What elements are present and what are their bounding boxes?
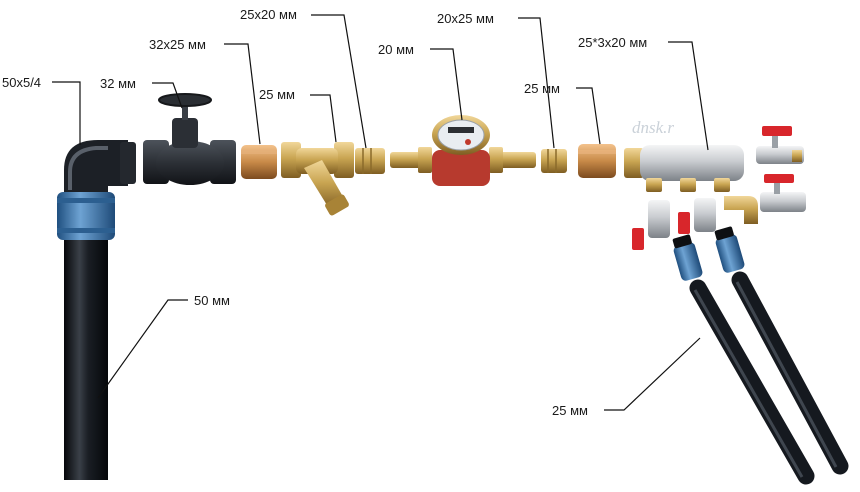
label-meter-20: 20 мм [378, 42, 414, 57]
label-pipe-50: 50 мм [194, 293, 230, 308]
y-strainer-25mm [281, 142, 354, 216]
red-valve-handle [762, 126, 792, 136]
red-valve-handle [678, 212, 690, 234]
leader-50x5-4 [52, 81, 81, 145]
leader-20x25 [518, 17, 555, 149]
ball-valve-right-lower [760, 174, 806, 212]
leader-filter-25 [310, 94, 337, 143]
pipe-50mm [64, 212, 108, 480]
leader-pipes-25 [604, 337, 701, 411]
leader-meter-20 [430, 48, 463, 121]
leader-32x25 [224, 43, 261, 145]
fitting-25mm [578, 144, 616, 178]
brass-elbow-right [724, 196, 758, 224]
label-manifold-25x3x20: 25*3x20 мм [578, 35, 648, 50]
label-fitting-25: 25 мм [524, 81, 560, 96]
adapter-32x25 [241, 145, 277, 179]
leader-fitting-25 [576, 87, 601, 145]
leader-manifold [668, 41, 709, 151]
valve-handwheel [158, 93, 212, 107]
water-meter-20mm [390, 115, 536, 186]
label-pipes-25: 25 мм [552, 403, 588, 418]
compression-coupling-25 [673, 242, 703, 281]
pipes-25mm-assembly [672, 226, 849, 485]
ball-valve-top-right [756, 126, 804, 164]
pipe-25mm-left [689, 279, 815, 485]
elbow-thread-ring [120, 142, 136, 184]
watermark: dnsk.r [632, 118, 675, 137]
label-valve-32: 32 мм [100, 76, 136, 91]
ball-valve-left-lower [632, 200, 670, 250]
pipe-25mm-right [731, 271, 849, 475]
leader-32mm [152, 82, 183, 109]
ball-valve-mid-lower [678, 198, 716, 234]
adapter-20x25 [541, 149, 567, 173]
red-valve-handle [632, 228, 644, 250]
leader-lines [52, 14, 709, 411]
pipe-50mm-assembly [57, 140, 136, 480]
compression-coupling-25 [715, 234, 745, 273]
gate-valve-32mm [143, 93, 236, 185]
label-adapter-50x5-4: 50x5/4 [2, 75, 42, 90]
adapter-25x20 [355, 148, 385, 174]
label-adapter-20x25: 20x25 мм [437, 11, 494, 26]
manifold-25x3x20 [624, 145, 744, 192]
label-filter-25: 25 мм [259, 87, 295, 102]
label-adapter-25x20: 25x20 мм [240, 7, 297, 22]
leader-25x20 [311, 14, 367, 149]
meter-dial [437, 119, 485, 151]
red-valve-handle [764, 174, 794, 183]
label-adapter-32x25: 32x25 мм [149, 37, 206, 52]
leader-pipe-50 [97, 299, 188, 399]
